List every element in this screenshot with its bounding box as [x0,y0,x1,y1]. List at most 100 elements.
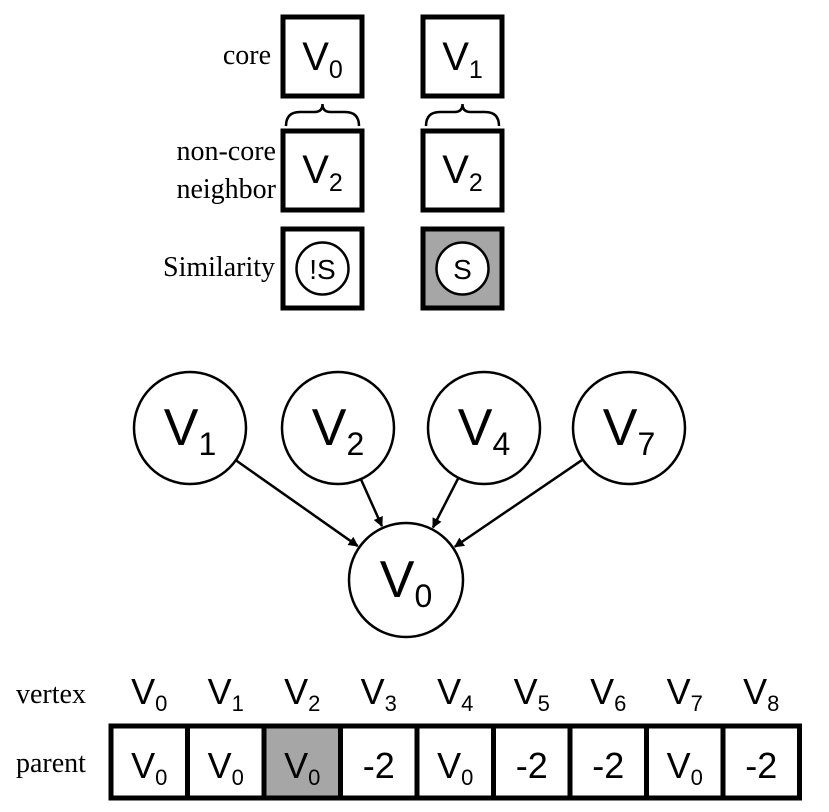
vertex-header-cell-letter: V [514,671,538,712]
legend-core-vertex: V0 [302,35,343,84]
vertex-header-cell: V7 [667,671,703,716]
legend-core-box [420,14,505,99]
graph-source-node [280,370,396,486]
vertex-header-cell: V2 [284,671,320,716]
legend-neighbor-vertex: V2 [302,148,343,197]
graph-source-label: V4 [458,399,510,462]
vertex-header-cell-subscript: 8 [767,691,779,716]
legend-neighbor-vertex-letter: V [442,148,469,192]
parent-value-subscript: 0 [461,765,473,790]
legend-label-similarity: Similarity [163,252,275,283]
parent-value-subscript: 0 [691,765,703,790]
parent-array-cell [720,723,802,801]
parent-value: -2 [592,745,624,786]
legend-core-vertex: V1 [442,35,483,84]
table-label-parent: parent [16,748,86,779]
legend-neighbor-box [420,128,505,213]
parent-value-subscript: 0 [155,765,167,790]
graph-source-node [426,370,542,486]
legend-core-vertex-subscript: 0 [329,56,343,84]
legend-label-core: core [223,40,271,71]
legend-similarity-text: S [453,254,472,285]
vertex-header-cell-letter: V [437,671,461,712]
graph-target-label-subscript: 0 [414,578,432,614]
vertex-header-cell-letter: V [131,671,155,712]
legend-neighbor-vertex-subscript: 2 [329,169,343,197]
legend-neighbor-vertex-letter: V [302,148,329,192]
legend-core-vertex-letter: V [302,35,329,79]
parent-value-letter: V [208,745,232,786]
legend-neighbor-vertex-subscript: 2 [469,169,483,197]
legend-similarity-circle [295,241,350,296]
vertex-header-cell: V8 [743,671,779,716]
graph-edges [235,458,584,548]
parent-value-letter: V [284,745,308,786]
parent-value: -2 [516,745,548,786]
vertex-header-cell-letter: V [284,671,308,712]
vertex-header-cell-letter: V [590,671,614,712]
vertex-header-cell-subscript: 6 [614,691,626,716]
legend-neighbor-box [280,128,365,213]
graph-source-label-letter: V [458,399,493,457]
legend-core-vertex-subscript: 1 [469,56,483,84]
graph-source-label-letter: V [164,399,199,457]
legend-core-box [280,14,365,99]
vertex-header-cell-letter: V [208,671,232,712]
legend-brace [284,103,361,127]
vertex-header-cell: V3 [361,671,397,716]
graph-source-label-letter: V [603,399,638,457]
graph-source-label-subscript: 1 [198,426,216,462]
graph-edge [431,477,460,529]
graph-target-node [347,521,465,639]
parent-value-letter: V [667,745,691,786]
vertex-header-cell: V6 [590,671,626,716]
vertex-header-cell-letter: V [743,671,767,712]
vertex-header-cell-subscript: 5 [538,691,550,716]
legend-brace [424,103,501,127]
graph-source-label: V2 [312,399,364,462]
vertex-header-cell-letter: V [667,671,691,712]
vertex-header-cell: V4 [437,671,473,716]
vertex-header-cell: V0 [131,671,167,716]
legend-similarity-text: !S [309,254,335,285]
parent-array-cell [108,723,190,801]
graph-source-label-subscript: 7 [637,426,655,462]
graph-source-node [132,370,248,486]
parent-value-subscript: 0 [308,765,320,790]
legend-neighbor-vertex: V2 [442,148,483,197]
vertex-header-cell-subscript: 7 [691,691,703,716]
legend-label-neighbor: neighbor [176,174,276,205]
parent-array-cell [185,723,267,801]
graph-target-label-letter: V [380,551,415,609]
graph-target-label: V0 [380,551,432,614]
parent-value: -2 [363,745,395,786]
vertex-header-cell-letter: V [361,671,385,712]
graph-edge [235,459,359,548]
vertex-header-cell-subscript: 1 [232,691,244,716]
parent-value: V0 [667,745,703,790]
graph-edge [359,478,384,528]
graph-source-label: V1 [164,399,216,462]
graph-source-label-letter: V [312,399,347,457]
parent-array-cell [414,723,496,801]
parent-value: V0 [437,745,473,790]
parent-value: -2 [745,745,777,786]
graph-edge [453,458,584,548]
vertex-header-cell-subscript: 4 [461,691,473,716]
parent-array-cell [644,723,726,801]
graph-source-node [571,370,687,486]
parent-value-letter: V [437,745,461,786]
vertex-header-cell: V1 [208,671,244,716]
vertex-header-cell-subscript: 2 [308,691,320,716]
table-label-vertex: vertex [16,679,86,710]
vertex-header-cell-subscript: 0 [155,691,167,716]
legend-core-vertex-letter: V [442,35,469,79]
parent-value: V0 [208,745,244,790]
vertex-header-cell: V5 [514,671,550,716]
